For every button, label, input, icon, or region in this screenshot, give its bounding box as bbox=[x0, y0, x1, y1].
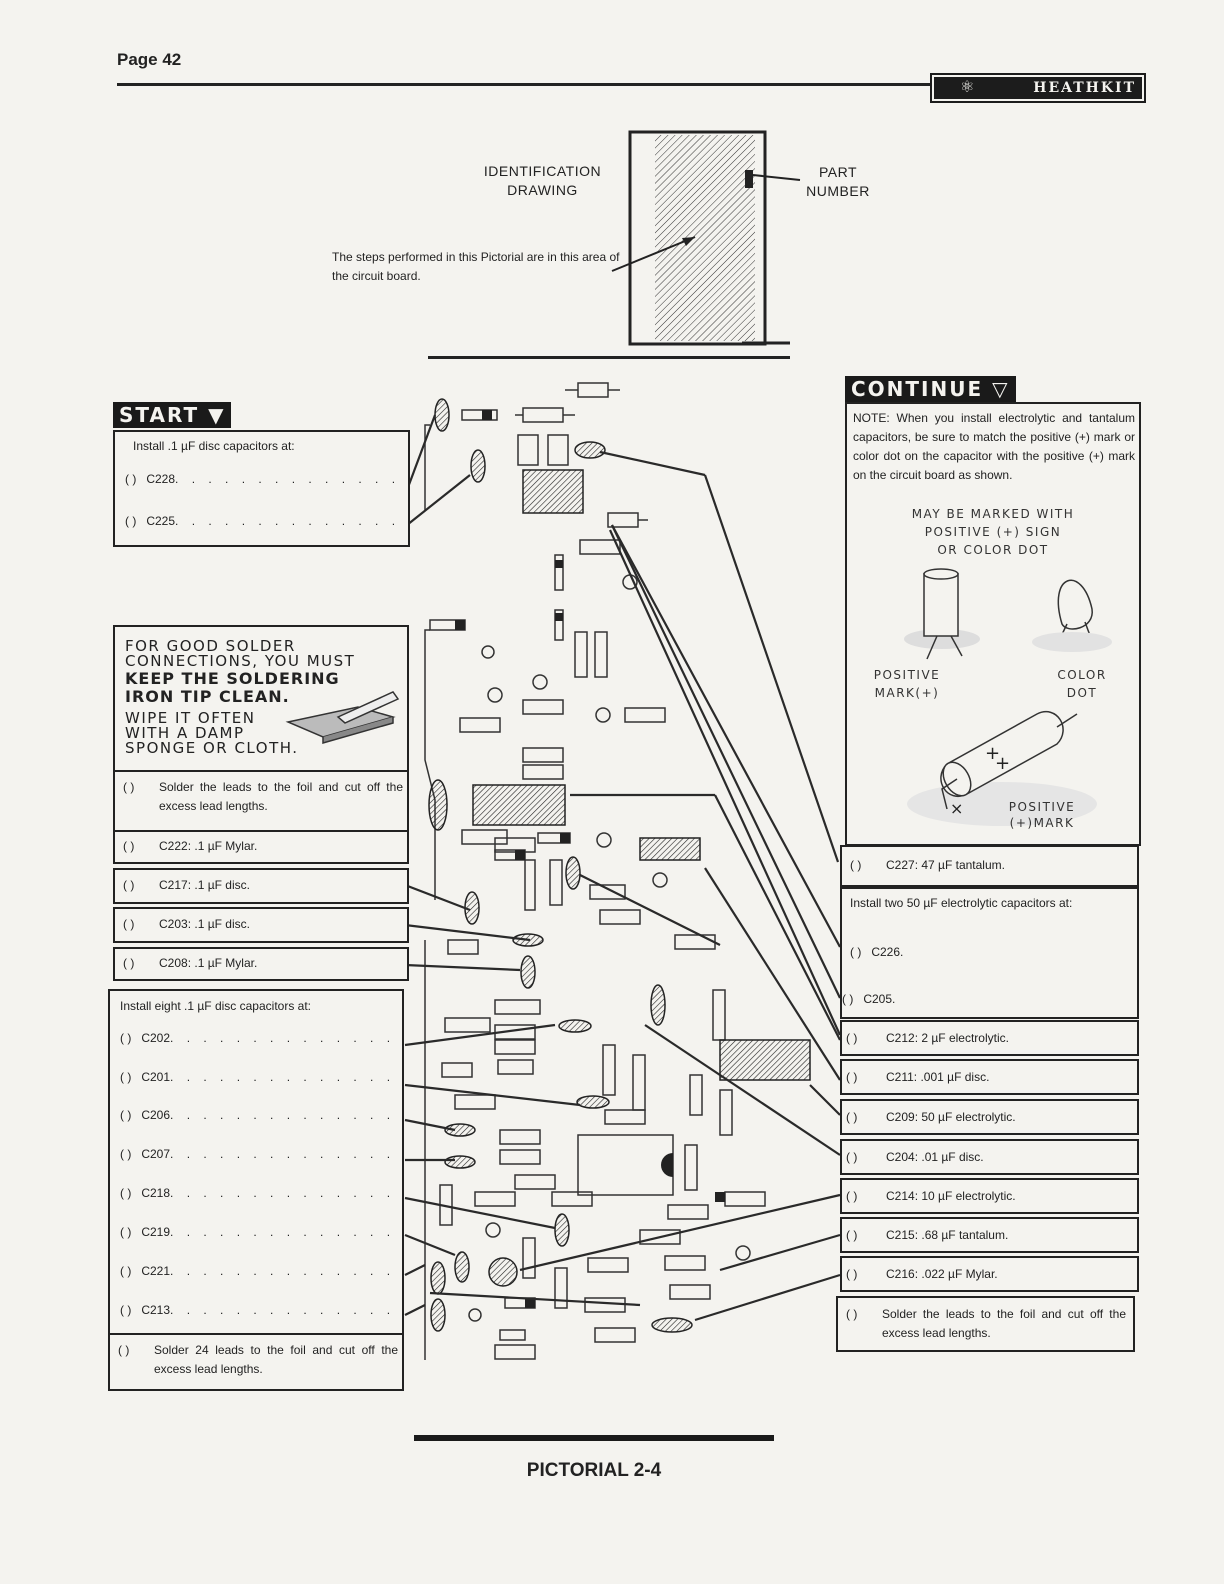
checkbox[interactable]: ( ) bbox=[120, 1147, 132, 1161]
page-number: Page 42 bbox=[117, 50, 182, 69]
step-c215[interactable]: ( ) C215: .68 µF tantalum. bbox=[840, 1217, 1139, 1253]
checkbox[interactable]: ( ) bbox=[846, 1150, 858, 1164]
continue-tag: CONTINUE ▽ bbox=[845, 376, 1016, 402]
checkbox[interactable]: ( ) bbox=[846, 1307, 858, 1321]
step-c208[interactable]: ( ) C208: .1 µF Mylar. bbox=[113, 947, 409, 981]
step-c227[interactable]: ( ) C227: 47 µF tantalum. bbox=[840, 845, 1139, 887]
start-item[interactable]: ( ) C228. . . . . . . . . . . . . . bbox=[125, 472, 401, 486]
cap-item[interactable]: ( ) C201. . . . . . . . . . . . . . bbox=[120, 1070, 396, 1084]
checkbox[interactable]: ( ) bbox=[120, 1225, 132, 1239]
checkbox[interactable]: ( ) bbox=[120, 1108, 132, 1122]
cap-item[interactable]: ( ) C206. . . . . . . . . . . . . . bbox=[120, 1108, 396, 1122]
pictorial-area-note: The steps performed in this Pictorial ar… bbox=[332, 250, 620, 283]
keep-tip-clean-box: FOR GOOD SOLDER CONNECTIONS, YOU MUST KE… bbox=[113, 625, 409, 776]
atom-icon: ⚛ bbox=[960, 79, 975, 96]
checkbox[interactable]: ( ) bbox=[120, 1031, 132, 1045]
step-c217[interactable]: ( ) C217: .1 µF disc. bbox=[113, 868, 409, 904]
checkbox[interactable]: ( ) bbox=[123, 917, 135, 931]
svg-text:+: + bbox=[985, 743, 1000, 764]
checkbox[interactable]: ( ) bbox=[850, 858, 862, 872]
eight-caps-title: Install eight .1 µF disc capacitors at: bbox=[120, 999, 311, 1013]
checkbox[interactable]: ( ) bbox=[125, 472, 137, 486]
identification-rule bbox=[428, 356, 790, 359]
checkbox[interactable]: ( ) bbox=[120, 1303, 132, 1317]
heathkit-logo: ⚛ HEATHKIT bbox=[930, 73, 1146, 103]
circuit-board-pictorial bbox=[424, 382, 811, 1360]
checkbox[interactable]: ( ) bbox=[846, 1031, 858, 1045]
start-box: Install .1 µF disc capacitors at: ( ) C2… bbox=[113, 430, 410, 547]
step-c211[interactable]: ( ) C211: .001 µF disc. bbox=[840, 1059, 1139, 1095]
part-number-label: PART NUMBER bbox=[806, 164, 870, 199]
brand-name: HEATHKIT bbox=[1033, 80, 1136, 96]
checkbox[interactable]: ( ) bbox=[842, 992, 854, 1006]
checkbox[interactable]: ( ) bbox=[123, 780, 135, 794]
eight-caps-box: Install eight .1 µF disc capacitors at: … bbox=[108, 989, 404, 1335]
checkbox[interactable]: ( ) bbox=[120, 1264, 132, 1278]
cap-item[interactable]: ( ) C226. bbox=[850, 945, 904, 959]
checkbox[interactable]: ( ) bbox=[846, 1267, 858, 1281]
circuit-board-outline bbox=[611, 130, 801, 346]
checkbox[interactable]: ( ) bbox=[850, 945, 862, 959]
capacitor-polarity-illustration: + + × bbox=[904, 568, 1112, 826]
step-c216[interactable]: ( ) C216: .022 µF Mylar. bbox=[840, 1256, 1139, 1292]
arrow-down-outline-icon: ▽ bbox=[992, 377, 1010, 401]
header-rule bbox=[117, 83, 947, 86]
step-c222[interactable]: ( ) C222: .1 µF Mylar. bbox=[113, 830, 409, 864]
cap-item[interactable]: ( ) C207. . . . . . . . . . . . . . bbox=[120, 1147, 396, 1161]
start-tag: START ▼ bbox=[113, 402, 232, 428]
checkbox[interactable]: ( ) bbox=[125, 514, 137, 528]
checkbox[interactable]: ( ) bbox=[846, 1070, 858, 1084]
step-c209[interactable]: ( ) C209: 50 µF electrolytic. bbox=[840, 1099, 1139, 1135]
checkbox[interactable]: ( ) bbox=[120, 1070, 132, 1084]
cap-item[interactable]: ( ) C213. . . . . . . . . . . . . . bbox=[120, 1303, 396, 1317]
svg-text:×: × bbox=[950, 799, 963, 818]
checkbox[interactable]: ( ) bbox=[123, 839, 135, 853]
continue-note-box: NOTE: When you install electrolytic and … bbox=[845, 402, 1141, 846]
pictorial-title: PICTORIAL 2-4 bbox=[526, 1460, 662, 1481]
polarity-note: NOTE: When you install electrolytic and … bbox=[853, 411, 1135, 482]
checkbox[interactable]: ( ) bbox=[846, 1110, 858, 1124]
pictorial-rule bbox=[414, 1435, 774, 1441]
cap-item[interactable]: ( ) C202. . . . . . . . . . . . . . bbox=[120, 1031, 396, 1045]
step-solder-final[interactable]: ( ) Solder the leads to the foil and cut… bbox=[836, 1296, 1135, 1352]
cap-item[interactable]: ( ) C221. . . . . . . . . . . . . . bbox=[120, 1264, 396, 1278]
checkbox[interactable]: ( ) bbox=[123, 956, 135, 970]
sponge-illustration bbox=[285, 691, 400, 744]
start-item[interactable]: ( ) C225. . . . . . . . . . . . . . bbox=[125, 514, 401, 528]
cap-item[interactable]: ( ) C219. . . . . . . . . . . . . . bbox=[120, 1225, 396, 1239]
step-c212[interactable]: ( ) C212: 2 µF electrolytic. bbox=[840, 1020, 1139, 1056]
two-50uf-box: Install two 50 µF electrolytic capacitor… bbox=[840, 887, 1139, 1019]
svg-text:+: + bbox=[995, 753, 1010, 774]
step-solder-24[interactable]: ( ) Solder 24 leads to the foil and cut … bbox=[108, 1333, 404, 1391]
checkbox[interactable]: ( ) bbox=[118, 1343, 130, 1357]
step-c214[interactable]: ( ) C214: 10 µF electrolytic. bbox=[840, 1178, 1139, 1214]
step-solder-leads[interactable]: ( ) Solder the leads to the foil and cut… bbox=[113, 770, 409, 832]
identification-drawing-label: IDENTIFICATION DRAWING bbox=[483, 163, 602, 198]
checkbox[interactable]: ( ) bbox=[120, 1186, 132, 1200]
start-title: Install .1 µF disc capacitors at: bbox=[133, 439, 295, 453]
checkbox[interactable]: ( ) bbox=[846, 1228, 858, 1242]
checkbox[interactable]: ( ) bbox=[123, 878, 135, 892]
arrow-down-icon: ▼ bbox=[208, 403, 226, 427]
cap-item[interactable]: ( ) C205. bbox=[842, 992, 896, 1006]
cap-item[interactable]: ( ) C218. . . . . . . . . . . . . . bbox=[120, 1186, 396, 1200]
step-c203[interactable]: ( ) C203: .1 µF disc. bbox=[113, 907, 409, 943]
checkbox[interactable]: ( ) bbox=[846, 1189, 858, 1203]
step-c204[interactable]: ( ) C204: .01 µF disc. bbox=[840, 1139, 1139, 1175]
